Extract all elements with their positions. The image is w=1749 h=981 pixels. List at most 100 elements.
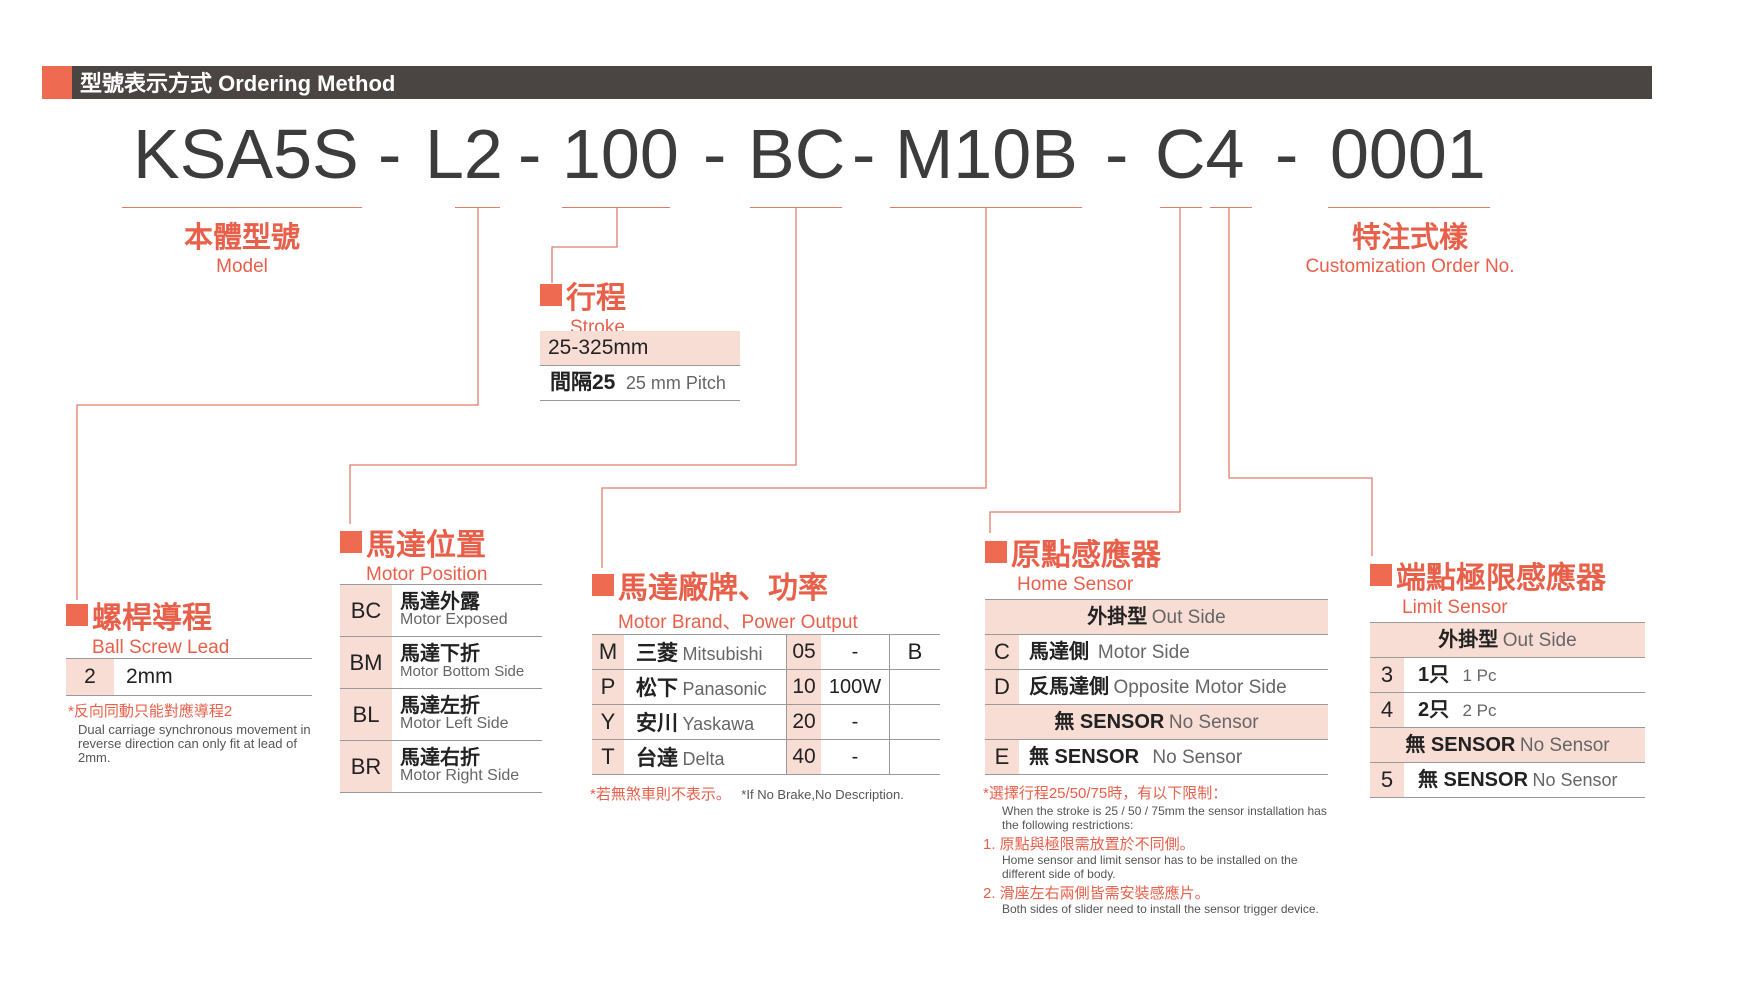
motor-brand-brake [890, 670, 941, 705]
motor-brand-brake: B [907, 639, 923, 664]
motor-brand-title: 馬達廠牌、功率 [592, 563, 858, 607]
limit-sensor-group-none: 無 SENSOR No Sensor [1370, 728, 1645, 763]
model-label-cn: 本體型號 [183, 222, 300, 254]
code-separator: - [852, 115, 876, 193]
motor-position-title-cn: 馬達位置 [366, 529, 486, 562]
home-sensor-code: D [985, 670, 1019, 704]
home-sensor-title-cn: 原點感應器 [1011, 539, 1161, 572]
custom-label-en: Customization Order No. [1305, 256, 1515, 277]
stroke-range: 25-325mm [540, 331, 740, 366]
limit-sensor-title: 端點極限感應器 [1370, 553, 1606, 597]
home-sensor-section: 原點感應器 Home Sensor [985, 530, 1161, 596]
code-part-model: KSA5S [133, 115, 359, 193]
motor-brand-code: M [592, 634, 624, 670]
lead-row: 2 2mm [66, 658, 312, 696]
limit-sensor-code: 3 [1370, 658, 1404, 692]
motor-position-code: BC [340, 584, 392, 637]
motor-brand-num: 05 [786, 634, 821, 670]
motor-brand-brake [890, 705, 941, 740]
square-bullet-icon [1370, 564, 1392, 586]
square-bullet-icon [592, 574, 614, 596]
motor-position-title: 馬達位置 [340, 520, 487, 564]
motor-brand-code: T [592, 739, 624, 775]
motor-position-code: BR [340, 740, 392, 793]
lead-value: 2mm [126, 665, 173, 688]
table-row: D 反馬達側 Opposite Motor Side [985, 670, 1328, 705]
stroke-title-cn: 行程 [566, 282, 626, 315]
underline-custom [1328, 207, 1490, 208]
motor-brand-name: 松下 Panasonic [624, 669, 787, 705]
code-separator: - [378, 115, 402, 193]
motor-brand-note-en: *If No Brake,No Description. [741, 787, 904, 802]
limit-sensor-title-en: Limit Sensor [1402, 597, 1508, 618]
custom-label-cn: 特注式樣 [1351, 222, 1468, 254]
code-part-sensors: C4 [1155, 115, 1245, 193]
home-sensor-desc: 反馬達側 Opposite Motor Side [1029, 676, 1287, 698]
underline-home-sensor [1160, 207, 1202, 208]
limit-sensor-code: 4 [1370, 693, 1404, 727]
table-row: M 三菱 Mitsubishi 05 - B [592, 634, 940, 670]
square-bullet-icon [340, 531, 362, 553]
table-row: P 松下 Panasonic 10 100W [592, 669, 941, 705]
home-sensor-code: C [985, 635, 1019, 669]
motor-brand-num: 20 [786, 704, 821, 740]
underline-lead [455, 207, 500, 208]
motor-brand-brake [890, 740, 941, 775]
underline-model [122, 207, 362, 208]
motor-brand-code: Y [592, 704, 624, 740]
home-sensor-title: 原點感應器 [985, 530, 1161, 574]
motor-brand-power: - [821, 704, 890, 740]
underline-motor-position [750, 207, 842, 208]
table-row: Y 安川 Yaskawa 20 - [592, 704, 941, 740]
code-separator: - [518, 115, 542, 193]
connector-limit-sensor [1228, 208, 1373, 556]
connector-stroke [551, 208, 618, 283]
motor-brand-name: 三菱 Mitsubishi [624, 634, 787, 670]
code-part-custom: 0001 [1330, 115, 1486, 193]
motor-position-code: BM [340, 636, 392, 689]
stroke-table: 25-325mm 間隔25 25 mm Pitch [540, 331, 740, 401]
motor-brand-table: M 三菱 Mitsubishi 05 - B P 松下 Panasonic 10… [592, 634, 940, 775]
motor-brand-name: 安川 Yaskawa [624, 704, 787, 740]
stroke-title: 行程 [540, 273, 626, 317]
home-sensor-note1-en: Home sensor and limit sensor has to be i… [1002, 853, 1298, 881]
lead-code: 2 [66, 659, 114, 695]
motor-brand-num: 10 [786, 669, 821, 705]
stroke-section: 行程 Stroke [540, 273, 626, 339]
motor-brand-section: 馬達廠牌、功率 Motor Brand、Power Output [592, 563, 858, 634]
home-sensor-group-outside: 外掛型 Out Side [985, 599, 1328, 635]
limit-sensor-code: 5 [1370, 763, 1404, 797]
lead-title-en: Ball Screw Lead [92, 637, 230, 658]
motor-brand-name: 台達 Delta [624, 739, 787, 775]
model-label-en: Model [216, 256, 268, 277]
home-sensor-note0-en: When the stroke is 25 / 50 / 75mm the se… [1002, 804, 1327, 832]
stroke-pitch-row: 間隔25 25 mm Pitch [540, 366, 740, 401]
square-bullet-icon [985, 541, 1007, 563]
motor-brand-title-cn: 馬達廠牌、功率 [618, 572, 828, 605]
code-part-stroke: 100 [562, 115, 679, 193]
table-row: 5 無 SENSOR No Sensor [1370, 763, 1645, 798]
table-row: E 無 SENSOR No Sensor [985, 740, 1328, 775]
limit-sensor-desc: 2只 2 Pc [1418, 699, 1497, 721]
stroke-pitch-en: 25 mm Pitch [625, 373, 726, 393]
motor-position-title-en: Motor Position [366, 564, 488, 585]
home-sensor-title-en: Home Sensor [1017, 574, 1134, 595]
model-label: 本體型號 Model [122, 214, 362, 278]
home-sensor-note2-en: Both sides of slider need to install the… [1002, 902, 1319, 916]
motor-brand-num: 40 [786, 739, 821, 775]
code-separator: - [1275, 115, 1299, 193]
limit-sensor-desc: 1只 1 Pc [1418, 664, 1497, 686]
underline-motor-brand [890, 207, 1082, 208]
motor-brand-note: *若無煞車則不表示。 *If No Brake,No Description. [590, 783, 904, 804]
code-separator: - [703, 115, 727, 193]
motor-brand-power: - [821, 739, 890, 775]
table-row: T 台達 Delta 40 - [592, 739, 941, 775]
